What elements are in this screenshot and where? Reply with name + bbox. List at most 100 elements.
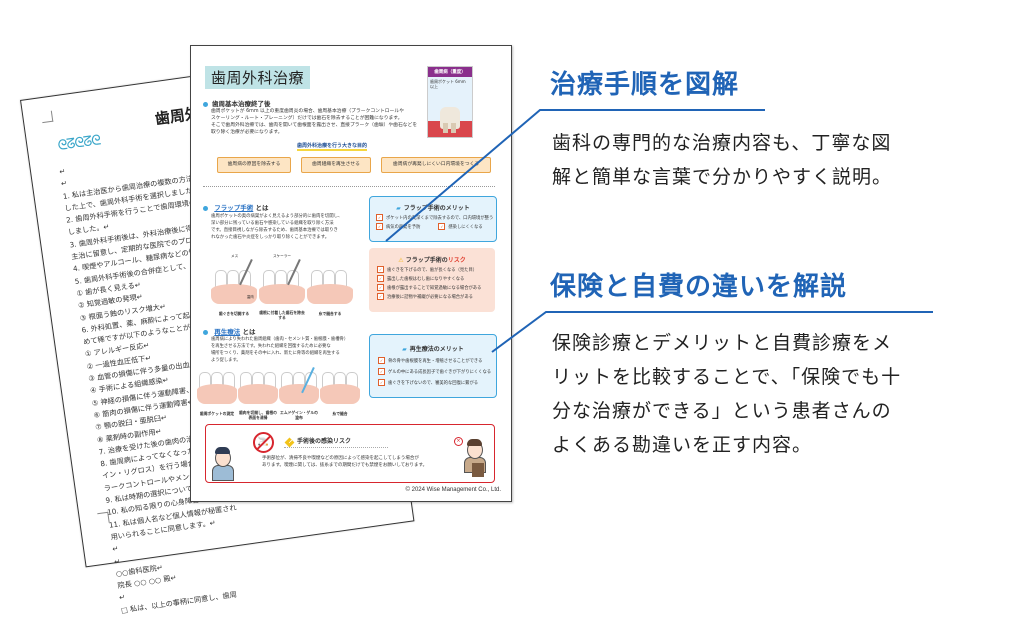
check-item: ポケット内の奥深くまで除去するので、口内環境が整う	[376, 214, 493, 223]
purpose-pill: 歯周病が再発しにくい口内環境をつくる	[381, 157, 491, 173]
callout-line: よくある勘違いを正す内容。	[552, 434, 813, 456]
illustration-caption: 糸で縫合	[332, 411, 348, 416]
front-document: 歯周外科治療 歯周病（重度） 歯周ポケット 6mm 以上 歯周基本治療終了後 歯…	[190, 45, 512, 502]
warning-text: 手術部位が、清掃不良や喫煙などの原因によって感染を起こしてしまう場合が あります…	[262, 455, 462, 469]
gum	[197, 384, 237, 404]
no-smoking-icon: 🚬	[253, 432, 274, 453]
severity-badge: 歯周病（重度） 歯周ポケット 6mm 以上	[427, 66, 473, 138]
illustration-caption: 歯肉を切開し、歯根の表面を清掃	[239, 410, 277, 420]
regen-merit-box: ▰再生療法のメリット 骨の骨や歯根膜を再生・増殖させることができる ゲルの中にあ…	[369, 334, 497, 398]
warning-title: !手術後の感染リスク	[284, 436, 352, 448]
gum-illustration	[428, 121, 472, 137]
section-heading-basic: 歯周基本治療終了後	[203, 98, 271, 108]
callout-body-diagram: 歯科の専門的な治療内容も、丁寧な図 解と簡単な言葉で分かりやすく説明。	[552, 126, 892, 194]
badge-header: 歯周病（重度）	[428, 67, 472, 77]
text-line: よう促します。	[211, 358, 241, 363]
warning-triangle-icon: ⚠	[398, 257, 406, 264]
illustration-caption: 糸で縫合する	[318, 311, 342, 316]
infection-risk-box: 🚬 !手術後の感染リスク 手術部位が、清掃不良や喫煙などの原因によって感染を起こ…	[205, 424, 495, 483]
copyright: © 2024 Wise Management Co., Ltd.	[405, 487, 501, 493]
illustration-incision: メス 歯肉 歯ぐきを切開する	[211, 254, 257, 316]
illustration-caption: 歯ぐきを切開する	[218, 311, 250, 316]
text-line: 歯周病により失われた歯周組織（歯肉・セメント質・歯根膜・歯槽骨）	[211, 337, 349, 342]
check-item: 歯根が露出することで知覚過敏になる場合がある	[377, 284, 487, 293]
risk-title-prefix: フラップ手術の	[405, 257, 448, 264]
text-line: あります。喫煙に関しては、抜糸までの期間だけでも禁煙をお願いしております。	[262, 463, 428, 468]
callout-line: 保険診療とデメリットと自費診療をメ	[552, 332, 893, 354]
risk-title-accent: リスク	[447, 257, 466, 264]
person-hair	[467, 439, 482, 446]
gum-label: 歯肉	[247, 295, 254, 299]
tool-label: スケーラー	[273, 254, 291, 258]
risk-title: ⚠ フラップ手術のリスク	[369, 255, 495, 264]
illustration-scaling: スケーラー 歯根に付着した歯石を除去する	[259, 254, 305, 320]
regen-heading: 再生療法	[214, 328, 241, 336]
text-line: を再生させる方法です。失われた組織を回復するために必要な	[211, 344, 331, 349]
illustration-caption: 歯周ポケットの測定	[199, 411, 235, 416]
tooth-root	[443, 123, 448, 133]
callout-title-diagram: 治療手順を図解	[550, 70, 740, 100]
callout-line: 歯科の専門的な治療内容も、丁寧な図	[552, 132, 892, 154]
gum	[307, 284, 353, 304]
section-text-flap: 歯周ポケットの奥の病巣がよく見えるよう部分的に歯肉を切開し、 深い部分に残ってい…	[211, 213, 361, 241]
gum	[211, 284, 257, 304]
risk-list: 歯ぐきを下げるので、歯が長くなる（見た目） 露出した歯根はむし歯になりやすくなる…	[369, 264, 495, 304]
callout-line: 解と簡単な言葉で分かりやすく説明。	[552, 166, 893, 188]
tooth-root	[451, 123, 456, 133]
illustration-measure: 歯周ポケットの測定	[197, 364, 237, 416]
tooth-icon: ▰	[402, 346, 407, 353]
tool-label: メス	[231, 254, 239, 258]
check-item: 露出した歯根はむし歯になりやすくなる	[377, 275, 487, 284]
check-item: 歯ぐきを下げないので、審美的な回復に繋がる	[378, 378, 488, 389]
gum	[320, 384, 360, 404]
dotted-divider	[203, 186, 495, 187]
illustration-clean: 歯肉を切開し、歯根の表面を清掃	[238, 364, 278, 420]
pointer-lines	[385, 109, 933, 353]
pointer-line-insurance	[491, 311, 933, 353]
illustration-caption: 歯根に付着した歯石を除去する	[259, 310, 305, 320]
flap-merit-box: ▰フラップ手術のメリット ポケット内の奥深くまで除去するので、口内環境が整う 病…	[369, 196, 497, 242]
check-item: ゲルの中にある成長因子で歯ぐきが下がりにくくなる	[378, 367, 491, 378]
text-line: 深い部分に残っている歯石や感染している組織を取り除く方法	[211, 221, 334, 226]
text-line: 歯周ポケットが 6mm 以上の重度歯周炎の場合、歯周基本治療（プラークコントロー…	[211, 109, 404, 114]
text-line: 歯周ポケットの奥の病巣がよく見えるよう部分的に歯肉を切開し、	[211, 214, 343, 219]
check-item: 歯ぐきを下げるので、歯が長くなる（見た目）	[377, 266, 487, 275]
merit-title: ▰再生療法のメリット	[370, 344, 496, 353]
pointer-line-diagram	[385, 109, 765, 242]
heading-suffix: とは	[242, 328, 256, 336]
illustration-suture: 糸で縫合する	[307, 254, 353, 316]
section-heading-flap: フラップ手術 とは	[203, 202, 269, 212]
text-line: スケーリング・ルート・プレーニング）だけでは歯石を除去することが困難になります。	[211, 116, 403, 121]
document-title: 歯周外科治療	[205, 66, 311, 89]
purpose-pill: 歯周病の原因を除去する	[217, 157, 291, 173]
tooth-icon: ▰	[396, 205, 401, 212]
check-item: 治療後に詰物や補綴が必要になる場合がある	[377, 293, 487, 302]
merit-title: ▰フラップ手術のメリット	[370, 203, 496, 212]
section-heading-regen: 再生療法 とは	[203, 326, 256, 336]
merit-title-text: 再生療法のメリット	[409, 346, 464, 353]
text-line: です。直接目視しながら除去するため、歯周基本治療では取りき	[211, 228, 338, 233]
dotted-divider	[284, 447, 388, 448]
gum	[279, 384, 319, 404]
flap-heading: フラップ手術	[214, 204, 254, 212]
clipboard-icon	[472, 463, 484, 477]
purpose-pill: 歯周組織を再生させる	[301, 157, 371, 173]
heading-suffix: とは	[255, 204, 269, 212]
text-line: 取り除く治療が必要になります。	[211, 130, 283, 135]
section-text-regen: 歯周病により失われた歯周組織（歯肉・セメント質・歯根膜・歯槽骨） を再生させる方…	[211, 336, 361, 364]
check-item: 骨の骨や歯根膜を再生・増殖させることができる	[378, 356, 488, 367]
cross-sign-icon: ×	[454, 437, 463, 446]
purpose-label: 歯周外科治療を行う大きな目的	[297, 143, 368, 151]
illustration-suture2: 糸で縫合	[320, 364, 360, 416]
section-text-basic: 歯周ポケットが 6mm 以上の重度歯周炎の場合、歯周基本治療（プラークコントロー…	[211, 108, 421, 136]
illustration-caption: エムドゲイン・ゲルの塗布	[280, 410, 318, 420]
callout-line: 分な治療ができる」という患者さんの	[552, 400, 892, 422]
gum	[259, 284, 305, 304]
callout-body-insurance: 保険診療とデメリットと自費診療をメ リットを比較することで、「保険でも十 分な治…	[552, 326, 901, 462]
callout-title-insurance: 保険と自費の違いを解説	[550, 272, 848, 302]
check-item: 感染しにくくなる	[438, 223, 482, 232]
text-line: 手術部位が、清掃不良や喫煙などの原因によって感染を起こしてしまう場合が	[262, 456, 419, 461]
gum	[238, 384, 278, 404]
warning-title-text: 手術後の感染リスク	[297, 438, 352, 445]
illustration-gel: エムドゲイン・ゲルの塗布	[279, 364, 319, 420]
